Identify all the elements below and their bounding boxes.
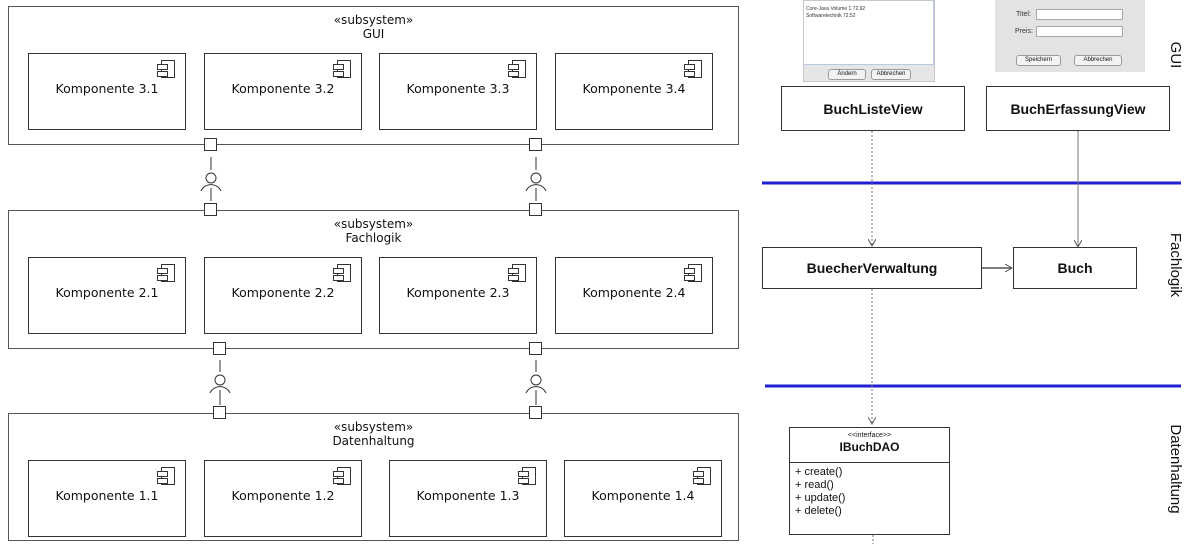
component-icon: [333, 264, 351, 282]
method-read: + read(): [795, 479, 834, 491]
component-box: Komponente 3.4: [555, 53, 713, 130]
method-update: + update(): [795, 492, 846, 504]
subsystem-datenhaltung: «subsystem» Datenhaltung Komponente 1.1 …: [8, 413, 739, 541]
provided-interface: [214, 374, 226, 386]
component-label: Komponente 1.3: [416, 488, 520, 503]
component-box: Komponente 1.1: [28, 460, 186, 537]
component-label: Komponente 1.2: [231, 488, 335, 503]
component-label: Komponente 3.1: [55, 81, 159, 96]
component-label: Komponente 3.4: [582, 81, 686, 96]
component-box: Komponente 1.4: [564, 460, 722, 537]
port: [204, 203, 217, 216]
component-box: Komponente 2.2: [204, 257, 362, 334]
method-create: + create(): [795, 466, 843, 478]
component-label: Komponente 2.2: [231, 285, 335, 300]
component-icon: [157, 264, 175, 282]
interface-connectors: [200, 157, 547, 405]
required-interface-socket: [209, 386, 231, 394]
preis-input[interactable]: [1036, 26, 1123, 37]
subsystem-stereotype: «subsystem»: [333, 13, 414, 27]
subsystem-stereotype: «subsystem»: [333, 217, 414, 231]
required-interface-socket: [525, 184, 547, 192]
port: [213, 406, 226, 419]
subsystem-gui: «subsystem» GUI Komponente 3.1 Komponent…: [8, 6, 739, 145]
class-buchlisteview: BuchListeView: [781, 86, 965, 131]
port: [204, 138, 217, 151]
list-window-mockup: Core-Java Volume 1 72.92 Softwaretechnik…: [803, 0, 935, 82]
component-box: Komponente 3.1: [28, 53, 186, 130]
class-bucherfassungview: BuchErfassungView: [986, 86, 1170, 131]
subsystem-name: Fachlogik: [345, 231, 402, 245]
interface-name: IBuchDAO: [839, 440, 900, 454]
titel-input[interactable]: [1036, 9, 1123, 20]
component-box: Komponente 3.3: [379, 53, 537, 130]
component-box: Komponente 2.3: [379, 257, 537, 334]
port: [529, 342, 542, 355]
layer-label-fachlogik: Fachlogik: [1167, 232, 1184, 298]
titel-label: Titel:: [1016, 11, 1031, 18]
port: [213, 342, 226, 355]
component-icon: [333, 60, 351, 78]
component-icon: [693, 467, 711, 485]
speichern-button[interactable]: Speichern: [1016, 55, 1061, 66]
provided-interface: [530, 374, 542, 386]
component-icon: [157, 467, 175, 485]
book-list-row: Softwaretechnik 72.52: [806, 13, 856, 19]
port: [529, 406, 542, 419]
component-icon: [508, 60, 526, 78]
form-window-mockup: Titel: Preis: Speichern Abbrechen: [995, 0, 1145, 72]
port: [529, 138, 542, 151]
component-label: Komponente 2.4: [582, 285, 686, 300]
aendern-button[interactable]: Ändern: [828, 69, 866, 80]
subsystem-stereotype: «subsystem»: [333, 420, 414, 434]
component-icon: [508, 264, 526, 282]
class-buch: Buch: [1013, 247, 1137, 289]
preis-label: Preis:: [1015, 28, 1033, 35]
component-label: Komponente 2.3: [406, 285, 510, 300]
component-box: Komponente 2.1: [28, 257, 186, 334]
component-icon: [157, 60, 175, 78]
port: [529, 203, 542, 216]
interface-ibuchdao: <<interface>> IBuchDAO + create() + read…: [789, 427, 950, 535]
component-label: Komponente 1.1: [55, 488, 159, 503]
component-box: Komponente 1.2: [204, 460, 362, 537]
subsystem-name: GUI: [362, 27, 385, 41]
provided-interface: [530, 172, 542, 184]
interface-methods: + create() + read() + update() + delete(…: [790, 462, 949, 518]
component-box: Komponente 3.2: [204, 53, 362, 130]
method-delete: + delete(): [795, 505, 842, 517]
layer-label-datenhaltung: Datenhaltung: [1167, 424, 1184, 514]
required-interface-socket: [525, 386, 547, 394]
component-box: Komponente 1.3: [389, 460, 547, 537]
component-icon: [684, 60, 702, 78]
subsystem-name: Datenhaltung: [332, 434, 415, 448]
dependency-arrows: [762, 131, 1181, 544]
component-icon: [684, 264, 702, 282]
component-label: Komponente 3.3: [406, 81, 510, 96]
book-list: Core-Java Volume 1 72.92 Softwaretechnik…: [804, 1, 934, 65]
required-interface-socket: [200, 184, 222, 192]
abbrechen-button[interactable]: Abbrechen: [1074, 55, 1122, 66]
component-label: Komponente 3.2: [231, 81, 335, 96]
provided-interface: [205, 172, 217, 184]
component-icon: [333, 467, 351, 485]
subsystem-fachlogik: «subsystem» Fachlogik Komponente 2.1 Kom…: [8, 210, 739, 349]
layer-label-gui: GUI: [1167, 41, 1184, 69]
book-list-row: Core-Java Volume 1 72.92: [806, 6, 866, 12]
component-label: Komponente 2.1: [55, 285, 159, 300]
component-icon: [518, 467, 536, 485]
class-buecherverwaltung: BuecherVerwaltung: [762, 247, 982, 289]
component-label: Komponente 1.4: [591, 488, 695, 503]
component-box: Komponente 2.4: [555, 257, 713, 334]
interface-stereotype: <<interface>>: [847, 432, 892, 439]
abbrechen-button[interactable]: Abbrechen: [871, 69, 911, 80]
